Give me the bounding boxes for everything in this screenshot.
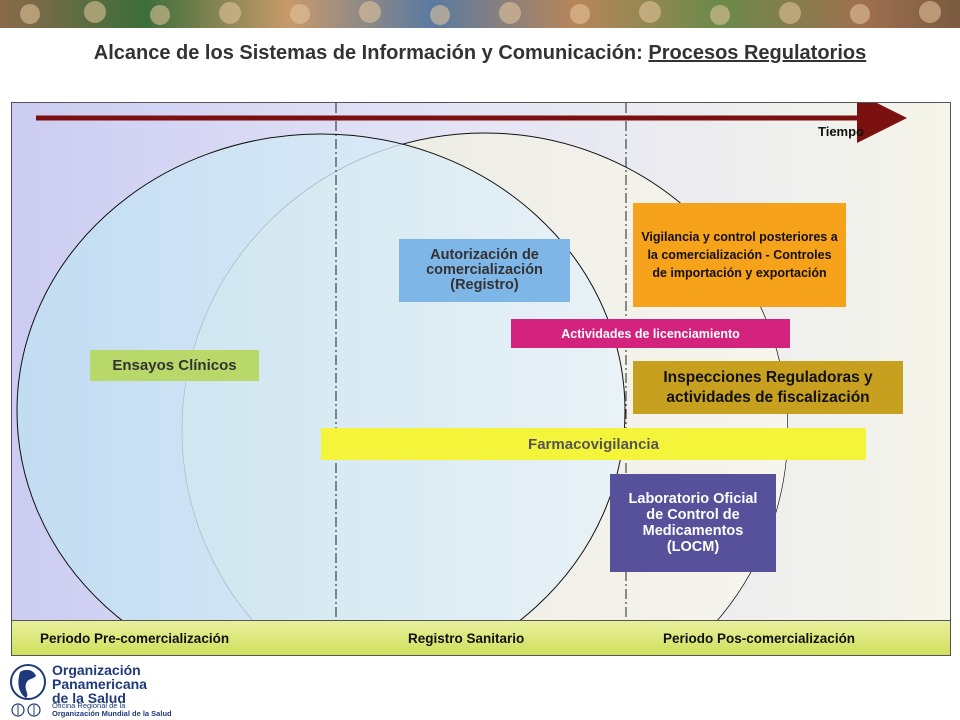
page-title-underlined: Procesos Regulatorios bbox=[648, 42, 867, 64]
paho-logo-icon bbox=[10, 664, 46, 717]
autorizacion-box: Autorización de comercialización (Regist… bbox=[399, 239, 570, 302]
licenciamiento-box: Actividades de licenciamiento bbox=[511, 319, 790, 348]
inspecciones-box: Inspecciones Reguladoras y actividades d… bbox=[633, 361, 903, 414]
farmacovigilancia-box: Farmacovigilancia bbox=[321, 428, 866, 460]
period-pre: Periodo Pre-comercialización bbox=[40, 631, 230, 646]
periods-bar bbox=[12, 620, 950, 655]
page-title: Alcance de los Sistemas de Información y… bbox=[0, 42, 960, 65]
time-label: Tiempo bbox=[818, 124, 864, 139]
period-pos: Periodo Pos-comercialización bbox=[663, 631, 856, 646]
logo-name-line-1: Organización bbox=[52, 662, 141, 678]
logo-name-line-2: Panamericana bbox=[52, 676, 147, 692]
paho-logo-subtitle: Oficina Regional de la Organización Mund… bbox=[52, 702, 172, 718]
photo-banner bbox=[0, 0, 960, 28]
logo-sub-line-1: Oficina Regional de la bbox=[52, 701, 126, 710]
page-title-prefix: Alcance de los Sistemas de Información y… bbox=[93, 42, 649, 64]
period-registro: Registro Sanitario bbox=[408, 631, 525, 646]
process-diagram: Tiempo Ensayos Clínicos Autorización de … bbox=[11, 102, 951, 656]
photo-banner-image bbox=[0, 0, 960, 28]
paho-logo-name: Organización Panamericana de la Salud bbox=[52, 663, 147, 705]
logo-sub-line-2: Organización Mundial de la Salud bbox=[52, 709, 172, 718]
logo-name-line-3: de la Salud bbox=[52, 690, 126, 706]
vigilancia-box: Vigilancia y control posteriores a la co… bbox=[633, 203, 846, 307]
laboratorio-box: Laboratorio Oficial de Control de Medica… bbox=[610, 474, 776, 572]
ensayos-clinicos-box: Ensayos Clínicos bbox=[90, 350, 259, 381]
